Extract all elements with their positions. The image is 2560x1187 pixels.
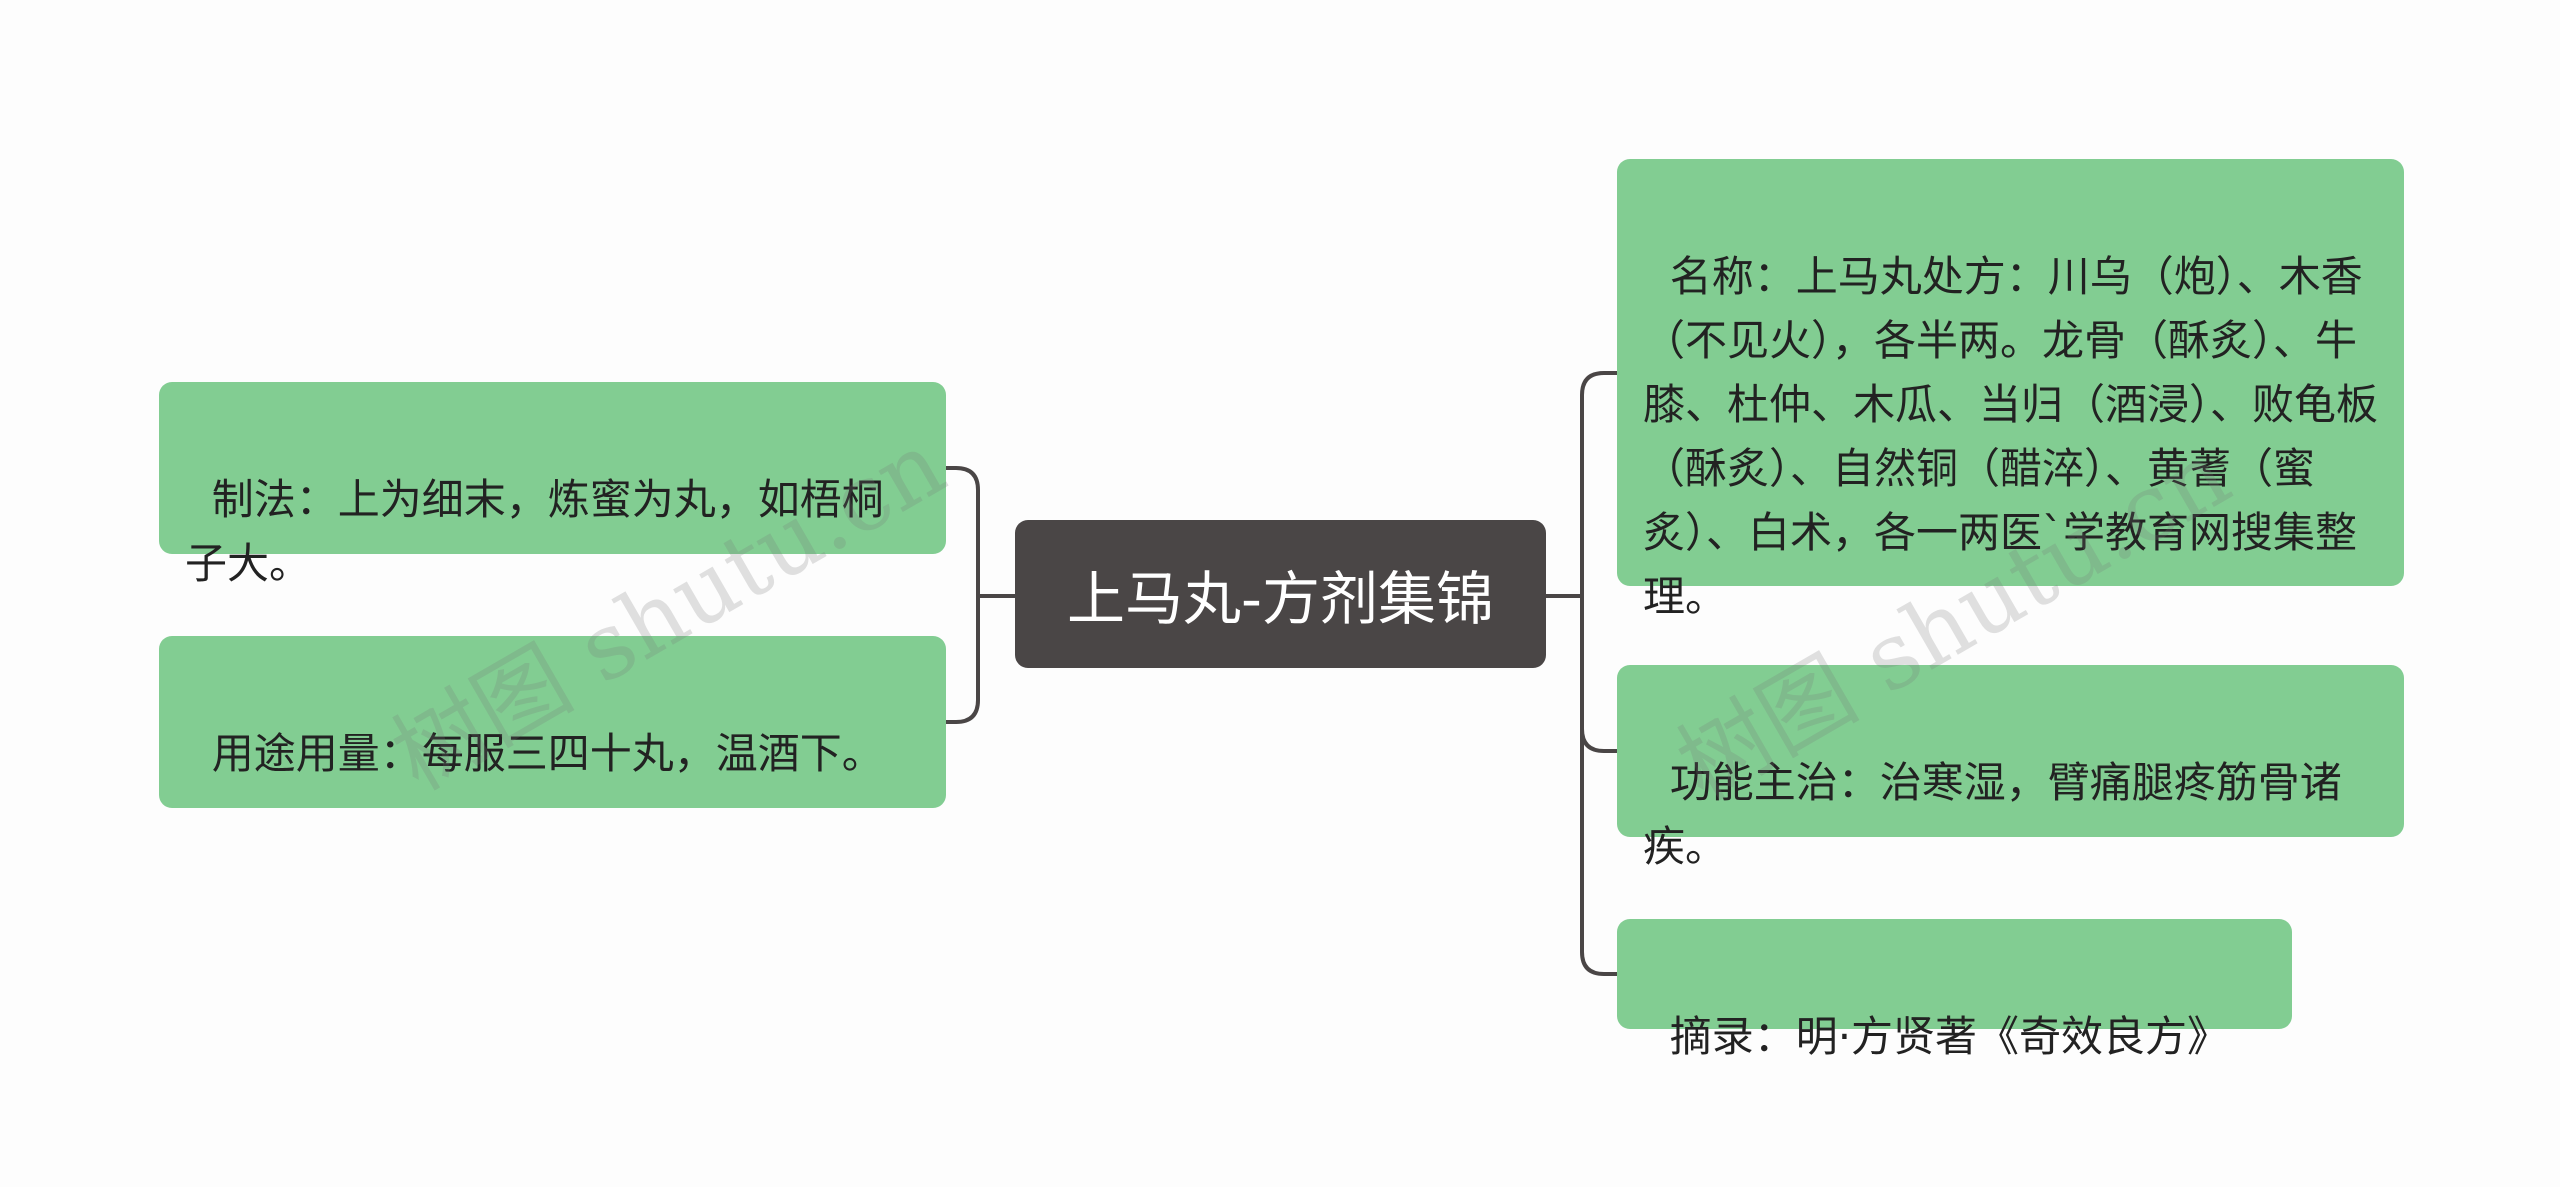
node-mingcheng-chufang-text: 名称：上马丸处方：川乌（炮）、木香（不见火），各半两。龙骨（酥炙）、牛膝、杜仲、… <box>1643 252 2379 621</box>
node-zhailu[interactable]: 摘录：明·方贤著《奇效良方》 <box>1617 919 2292 1061</box>
connector-right-to-zhailu <box>1580 727 1619 976</box>
connector-right-to-mingcheng <box>1580 371 1619 598</box>
connector-left-to-zhifa <box>944 466 980 598</box>
node-mingcheng-chufang[interactable]: 名称：上马丸处方：川乌（炮）、木香（不见火），各半两。龙骨（酥炙）、牛膝、杜仲、… <box>1617 159 2404 621</box>
node-zhifa[interactable]: 制法：上为细末，炼蜜为丸，如梧桐子大。 <box>159 382 946 588</box>
connector-left-to-yongtu <box>944 594 980 724</box>
connector-right-to-gongneng <box>1580 594 1619 753</box>
central-topic-title: 上马丸-方剂集锦 <box>1067 565 1494 633</box>
central-topic-node[interactable]: 上马丸-方剂集锦 <box>1015 520 1546 668</box>
node-yongtu-yongliang[interactable]: 用途用量：每服三四十丸，温酒下。 <box>159 636 946 808</box>
node-gongneng-zhuzhi[interactable]: 功能主治：治寒湿，臂痛腿疼筋骨诸疾。 <box>1617 665 2404 871</box>
node-yongtu-yongliang-text: 用途用量：每服三四十丸，温酒下。 <box>211 729 884 778</box>
node-gongneng-zhuzhi-text: 功能主治：治寒湿，臂痛腿疼筋骨诸疾。 <box>1643 758 2342 871</box>
node-zhailu-text: 摘录：明·方贤著《奇效良方》 <box>1669 1012 2230 1061</box>
node-zhifa-text: 制法：上为细末，炼蜜为丸，如梧桐子大。 <box>185 475 884 588</box>
